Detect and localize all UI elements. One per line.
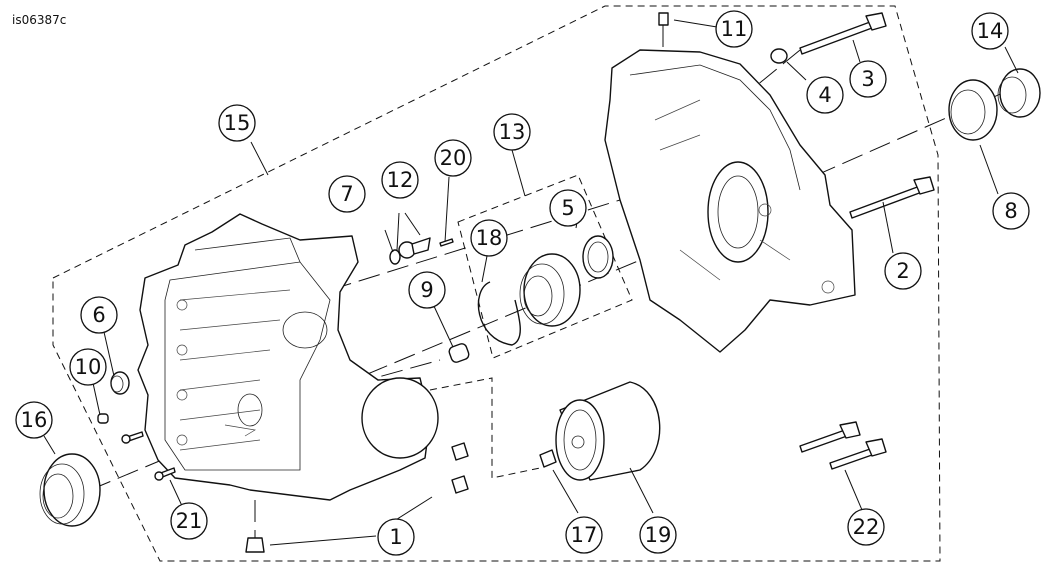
callout-14: 14 — [971, 12, 1009, 50]
part-14-bushing — [997, 68, 1041, 118]
callout-8: 8 — [992, 192, 1030, 230]
callout-15: 15 — [218, 104, 256, 142]
part-4-washer — [770, 48, 788, 64]
part-6-needle-bearing — [110, 371, 130, 395]
callout-2: 2 — [884, 252, 922, 290]
svg-text:12: 12 — [387, 168, 414, 192]
part-7-o-ring — [389, 249, 401, 265]
part-12-oil-jet — [398, 237, 431, 259]
part-16-roller-bearing — [39, 453, 101, 527]
svg-text:1: 1 — [389, 525, 402, 549]
left-crankcase-half — [137, 213, 439, 501]
svg-text:3: 3 — [861, 67, 874, 91]
right-crankcase-half — [604, 49, 856, 353]
callout-22: 22 — [847, 508, 885, 546]
callout-7: 7 — [328, 175, 366, 213]
callout-20: 20 — [434, 139, 472, 177]
svg-text:17: 17 — [571, 523, 598, 547]
callout-13: 13 — [493, 113, 531, 151]
callout-9: 9 — [408, 271, 446, 309]
part-11-dowel-pin — [658, 12, 669, 26]
part-9-dowel-bushing — [448, 343, 470, 363]
callout-10: 10 — [69, 348, 107, 386]
part-1-plug-bottom — [245, 537, 265, 553]
svg-text:7: 7 — [340, 182, 353, 206]
svg-text:14: 14 — [977, 19, 1004, 43]
figure-id-label: is06387c — [12, 13, 67, 27]
callout-4: 4 — [806, 76, 844, 114]
group-13-boundary — [457, 174, 633, 359]
callout-1: 1 — [377, 518, 415, 556]
svg-text:18: 18 — [476, 226, 503, 250]
part-1-plug-b — [451, 475, 469, 494]
svg-text:9: 9 — [420, 278, 433, 302]
svg-text:20: 20 — [440, 146, 467, 170]
part-22-bolts — [799, 421, 887, 470]
part-21-screw-head-upper — [121, 434, 131, 444]
svg-text:5: 5 — [561, 196, 574, 220]
callout-11: 11 — [715, 10, 753, 48]
part-20-screw — [439, 238, 454, 247]
part-1-plug-a — [451, 442, 469, 461]
svg-text:10: 10 — [75, 355, 102, 379]
part-19-oil-filter — [555, 381, 661, 481]
callout-21: 21 — [170, 502, 208, 540]
part-17-nipple — [539, 449, 557, 468]
svg-text:13: 13 — [499, 120, 526, 144]
svg-text:16: 16 — [21, 408, 48, 432]
svg-text:8: 8 — [1004, 199, 1017, 223]
svg-text:2: 2 — [896, 259, 909, 283]
part-10-dowel-pin — [97, 413, 109, 424]
svg-text:21: 21 — [176, 509, 203, 533]
svg-text:11: 11 — [721, 17, 748, 41]
callout-17: 17 — [565, 516, 603, 554]
callout-6: 6 — [80, 296, 118, 334]
part-18-retaining-ring — [477, 281, 521, 346]
svg-text:19: 19 — [645, 523, 672, 547]
callout-19: 19 — [639, 516, 677, 554]
group-15-boundary — [52, 5, 941, 562]
oil-filter-bracket-line — [429, 377, 541, 479]
part-3-bolt — [799, 12, 887, 55]
part-5-seal-ring — [582, 235, 614, 279]
part-21-screw-head-lower — [154, 471, 164, 481]
callout-3: 3 — [849, 60, 887, 98]
callout-12: 12 — [381, 161, 419, 199]
part-2-bolt — [849, 176, 935, 219]
part-13-bearing — [519, 253, 581, 327]
callout-5: 5 — [549, 189, 587, 227]
svg-text:6: 6 — [92, 303, 105, 327]
svg-text:22: 22 — [853, 515, 880, 539]
callout-16: 16 — [15, 401, 53, 439]
callout-18: 18 — [470, 219, 508, 257]
part-8-oil-seal — [948, 79, 998, 141]
svg-text:15: 15 — [224, 111, 251, 135]
svg-text:4: 4 — [818, 83, 831, 107]
